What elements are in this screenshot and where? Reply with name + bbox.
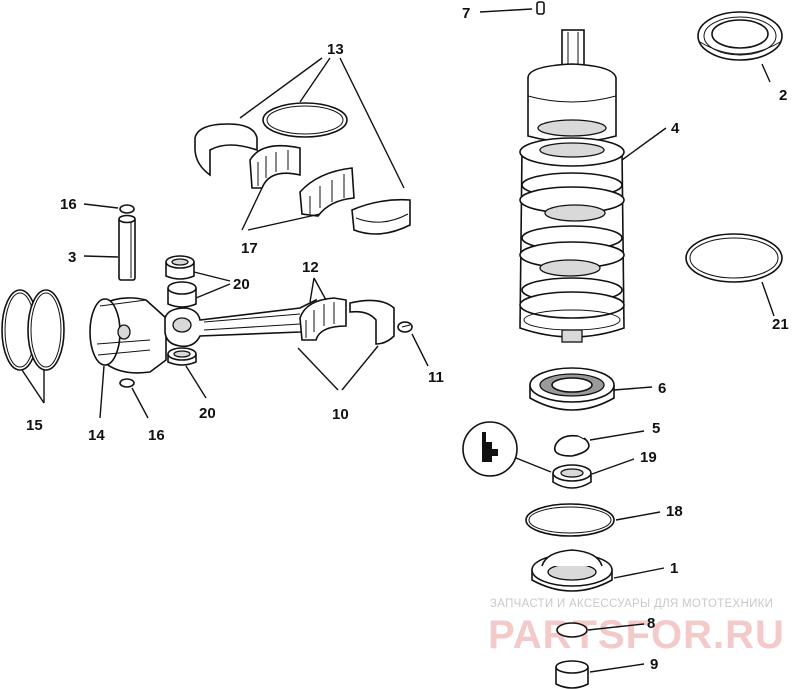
watermark-tagline: ЗАПЧАСТИ И АКСЕССУАРЫ ДЛЯ МОТОТЕХНИКИ xyxy=(490,598,773,610)
label-5: 5 xyxy=(652,420,660,437)
part-12-needle-cage xyxy=(299,297,347,341)
label-21: 21 xyxy=(772,316,789,333)
label-1: 1 xyxy=(670,560,678,577)
part-11-screw xyxy=(397,321,413,333)
part-9-cap xyxy=(555,660,589,689)
label-18: 18 xyxy=(666,503,683,520)
part-14-piston xyxy=(89,297,167,374)
part-16-clips xyxy=(119,204,135,388)
label-8: 8 xyxy=(647,615,655,632)
part-19-seal xyxy=(552,464,592,489)
part-6-ball-bearing xyxy=(529,367,615,411)
label-11: 11 xyxy=(428,369,444,386)
label-12: 12 xyxy=(302,259,319,276)
label-20-top: 20 xyxy=(233,276,250,293)
label-6: 6 xyxy=(658,380,666,397)
part-20-needle-bearings xyxy=(165,255,197,366)
part-21-o-ring xyxy=(685,233,783,283)
label-2: 2 xyxy=(779,87,787,104)
label-14: 14 xyxy=(88,427,105,444)
watermark: ЗАПЧАСТИ И АКСЕССУАРЫ ДЛЯ МОТОТЕХНИКИ PA… xyxy=(488,598,785,657)
label-10: 10 xyxy=(332,406,349,423)
label-19: 19 xyxy=(640,449,657,466)
label-17: 17 xyxy=(241,240,258,257)
callout-labels: 7 2 4 13 16 3 17 20 12 21 11 6 20 10 15 … xyxy=(26,5,789,673)
part-8-o-ring xyxy=(556,622,588,638)
label-9: 9 xyxy=(650,656,658,673)
label-4: 4 xyxy=(671,120,680,137)
part-18-o-ring xyxy=(525,503,615,537)
part-1-retainer xyxy=(531,549,613,592)
leader-lines xyxy=(21,8,775,673)
part-2-seal xyxy=(697,11,783,61)
loctite-badge-icon xyxy=(462,421,552,477)
label-3: 3 xyxy=(68,249,76,266)
label-16-top: 16 xyxy=(60,196,77,213)
label-16-bottom: 16 xyxy=(148,427,165,444)
label-13: 13 xyxy=(327,41,344,58)
label-20-bottom: 20 xyxy=(199,405,216,422)
part-4-crankshaft xyxy=(519,29,625,343)
part-5-retaining-ring xyxy=(553,434,590,457)
part-13-bearing-set xyxy=(194,102,411,235)
label-15: 15 xyxy=(26,417,43,434)
part-10-connecting-rod xyxy=(164,298,395,348)
part-15-piston-rings xyxy=(1,289,65,371)
part-3-wrist-pin xyxy=(118,214,136,281)
part-7-pin xyxy=(536,1,545,15)
watermark-brand: PARTSFOR.RU xyxy=(488,613,785,657)
label-7: 7 xyxy=(462,5,470,22)
part-17-needle-cages xyxy=(249,144,355,217)
